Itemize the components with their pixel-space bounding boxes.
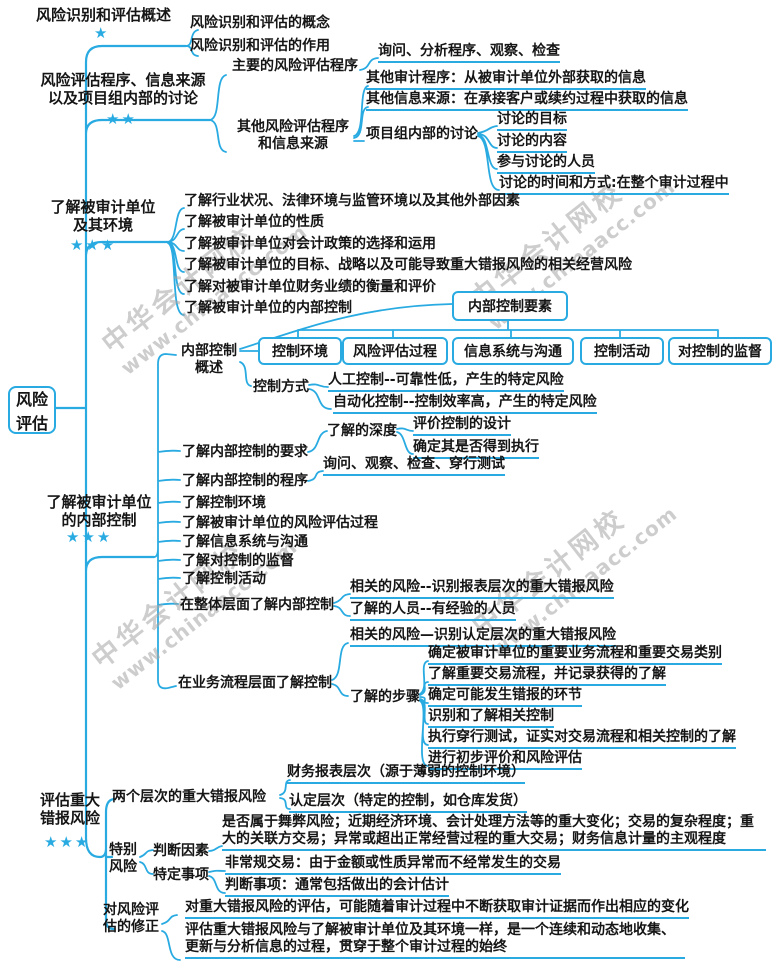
leaf-industry-legal-regulatory: 了解行业状况、法律环境与监管环境以及其他外部因素 bbox=[184, 193, 520, 209]
leaf-accounting-policies: 了解被审计单位对会计政策的选择和运用 bbox=[184, 236, 436, 252]
leaf-objectives-strategies-risks: 了解被审计单位的目标、战略以及可能导致重大错报风险的相关经营风险 bbox=[184, 257, 632, 273]
node-entity-level-understanding: 在整体层面了解内部控制 bbox=[180, 597, 334, 613]
box-monitoring-of-controls: 对控制的监督 bbox=[668, 337, 772, 365]
leaf-revision-continuous-process: 评估重大错报风险与了解被审计单位及其环境一样，是一个连续和动态地收集、更新与分析… bbox=[185, 922, 685, 960]
leaf-other-information-sources: 其他信息来源：在承接客户或续约过程中获取的信息 bbox=[366, 91, 688, 112]
leaf-assertion-level: 认定层次（特定的控制，如仓库发货） bbox=[289, 793, 527, 814]
box-risk-assessment-process: 风险评估过程 bbox=[342, 337, 448, 365]
star-rating: ★★★ bbox=[44, 833, 91, 851]
leaf-revision-with-new-evidence: 对重大错报风险的评估，可能随着审计过程中不断获取审计证据而作出相应的变化 bbox=[185, 899, 689, 920]
node-understanding-steps: 了解的步骤 bbox=[350, 689, 420, 705]
node-control-mode: 控制方式 bbox=[253, 379, 309, 395]
branch-assessment-procedures: 风险评估程序、信息来源以及项目组内部的讨论 bbox=[40, 71, 206, 108]
leaf-understand-monitoring: 了解对控制的监督 bbox=[182, 553, 294, 569]
node-risk-assessment-revision: 对风险评估的修正 bbox=[103, 902, 159, 936]
leaf-inquiry-analytics-observation-inspection: 询问、分析程序、观察、检查 bbox=[378, 43, 560, 64]
leaf-financial-performance-measurement: 了解对被审计单位财务业绩的衡量和评价 bbox=[184, 279, 436, 295]
node-understanding-requirement: 了解内部控制的要求 bbox=[182, 444, 308, 460]
leaf-understand-risk-assessment-process: 了解被审计单位的风险评估过程 bbox=[182, 515, 378, 531]
leaf-step-identify-relevant-controls: 识别和了解相关控制 bbox=[428, 708, 554, 729]
leaf-step-identify-misstatement-points: 确定可能发生错报的环节 bbox=[428, 687, 582, 708]
leaf-other-audit-procedures: 其他审计程序：从被审计单位外部获取的信息 bbox=[366, 70, 646, 91]
leaf-discussion-participants: 参与讨论的人员 bbox=[497, 154, 595, 175]
branch-risk-identification-overview: 风险识别和评估概述 bbox=[36, 6, 172, 24]
root-node-risk-assessment: 风险评估 bbox=[8, 386, 56, 434]
branch-assess-material-misstatement-risk: 评估重大错报风险 bbox=[39, 791, 100, 828]
node-internal-control-overview: 内部控制概述 bbox=[181, 343, 237, 377]
box-control-activities: 控制活动 bbox=[580, 337, 664, 365]
node-main-procedures: 主要的风险评估程序 bbox=[232, 58, 358, 74]
node-depth-of-understanding: 了解的深度 bbox=[327, 423, 397, 439]
node-significant-risk: 特别风险 bbox=[109, 842, 137, 876]
node-two-levels-risk: 两个层次的重大错报风险 bbox=[112, 789, 266, 805]
branch-understand-entity-environment: 了解被审计单位及其环境 bbox=[50, 198, 156, 235]
box-information-system-communication: 信息系统与沟通 bbox=[452, 337, 574, 365]
leaf-understand-control-activities: 了解控制活动 bbox=[182, 571, 266, 587]
node-judgement-factors: 判断因素 bbox=[153, 843, 209, 859]
leaf-automated-control: 自动化控制--控制效率高，产生的特定风险 bbox=[333, 394, 597, 415]
leaf-step-identify-processes: 确定被审计单位的重要业务流程和重要交易类别 bbox=[428, 645, 722, 666]
leaf-step-understand-transaction-flows: 了解重要交易流程，并记录获得的了解 bbox=[428, 666, 666, 687]
leaf-discussion-content: 讨论的内容 bbox=[497, 133, 567, 154]
leaf-entity-nature: 了解被审计单位的性质 bbox=[184, 214, 324, 230]
star-rating: ★★ bbox=[106, 110, 137, 128]
node-understanding-procedures: 了解内部控制的程序 bbox=[182, 473, 308, 489]
leaf-step-preliminary-evaluation: 进行初步评价和风险评估 bbox=[428, 750, 582, 771]
leaf-entity-internal-control: 了解被审计单位的内部控制 bbox=[184, 300, 352, 316]
leaf-discussion-objective: 讨论的目标 bbox=[497, 111, 567, 132]
leaf-manual-control: 人工控制--可靠性低，产生的特定风险 bbox=[328, 372, 564, 393]
star-rating: ★★★ bbox=[70, 236, 117, 254]
leaf-inquiry-observation-inspection-walkthrough: 询问、观察、检查、穿行测试 bbox=[323, 456, 505, 477]
leaf-step-walkthrough-tests: 执行穿行测试，证实对交易流程和相关控制的了解 bbox=[428, 729, 736, 750]
leaf-risk-identification-role: 风险识别和评估的作用 bbox=[190, 38, 330, 54]
leaf-determine-implementation: 确定其是否得到执行 bbox=[413, 439, 539, 460]
star-rating: ★★★ bbox=[66, 528, 113, 546]
leaf-understand-control-environment: 了解控制环境 bbox=[182, 495, 266, 511]
star-rating: ★ bbox=[94, 24, 110, 42]
leaf-risk-identification-concept: 风险识别和评估的概念 bbox=[190, 15, 330, 31]
leaf-assertion-level-risk: 相关的风险—识别认定层次的重大错报风险 bbox=[350, 627, 616, 648]
node-specific-matters: 特定事项 bbox=[153, 867, 209, 883]
node-engagement-team-discussion: 项目组内部的讨论 bbox=[366, 126, 478, 142]
leaf-experienced-personnel: 了解的人员--有经验的人员 bbox=[350, 601, 516, 622]
node-other-procedures-sources: 其他风险评估程序和信息来源 bbox=[237, 119, 349, 153]
box-control-environment: 控制环境 bbox=[258, 337, 342, 365]
leaf-non-routine-transactions: 非常规交易：由于金额或性质异常而不经常发生的交易 bbox=[225, 855, 561, 876]
leaf-entity-level-risk: 相关的风险--识别报表层次的重大错报风险 bbox=[350, 579, 614, 600]
leaf-understand-information-system: 了解信息系统与沟通 bbox=[182, 534, 308, 550]
box-internal-control-elements: 内部控制要素 bbox=[452, 291, 568, 321]
node-process-level-understanding: 在业务流程层面了解控制 bbox=[178, 675, 332, 691]
leaf-evaluate-control-design: 评价控制的设计 bbox=[413, 416, 511, 437]
leaf-discussion-timing-method: 讨论的时间和方式:在整个审计过程中 bbox=[499, 175, 729, 196]
branch-understand-internal-control: 了解被审计单位的内部控制 bbox=[46, 493, 152, 530]
leaf-financial-statement-level: 财务报表层次（源于薄弱的控制环境） bbox=[287, 764, 525, 785]
leaf-judgemental-matters: 判断事项：通常包括做出的会计估计 bbox=[225, 877, 449, 898]
leaf-judgement-factors-text: 是否属于舞弊风险；近期经济环境、会计处理方法等的重大变化；交易的复杂程度；重大的… bbox=[222, 814, 766, 852]
